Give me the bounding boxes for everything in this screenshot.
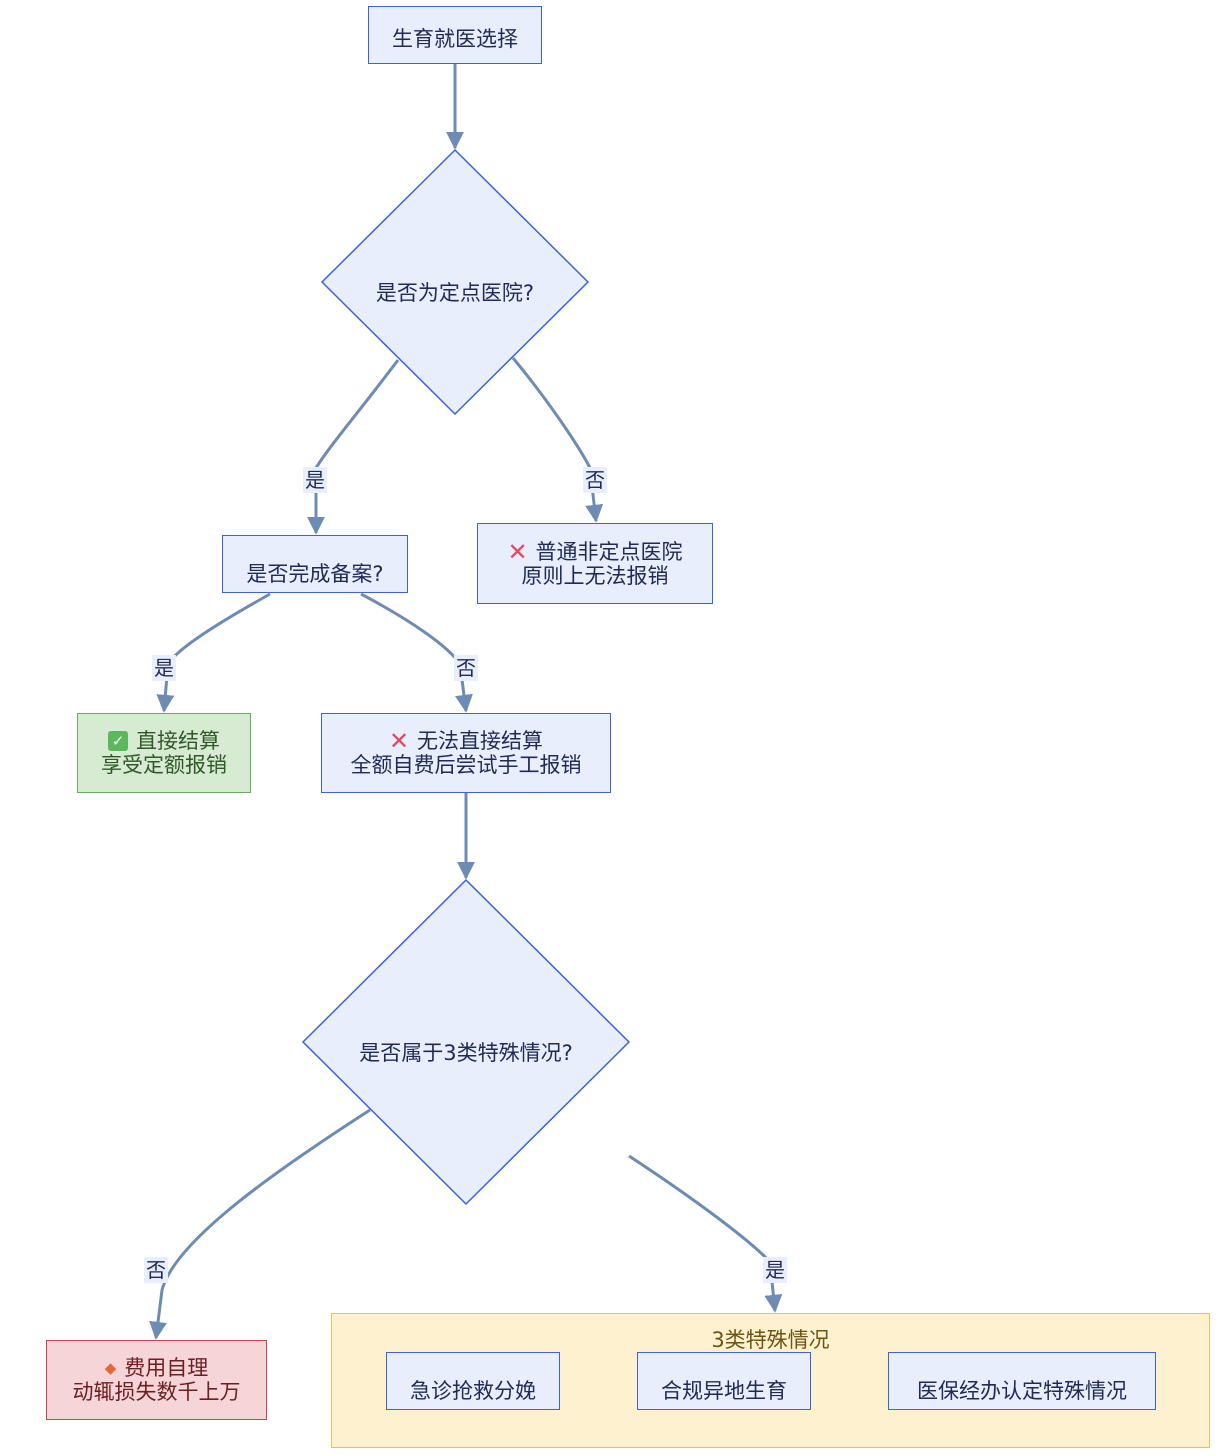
node-filed-question-label: 是否完成备案? (246, 562, 384, 586)
special-case-remote-label: 合规异地生育 (661, 1379, 787, 1403)
special-case-remote: 合规异地生育 (637, 1352, 811, 1410)
node-self-pay-line1: 费用自理 (124, 1356, 209, 1380)
node-non-designated-line1: 普通非定点医院 (535, 539, 683, 564)
node-start: 生育就医选择 (368, 6, 542, 64)
node-non-designated: ✕ 普通非定点医院 原则上无法报销 (477, 523, 713, 604)
edge-designated-yes (307, 359, 400, 535)
edge-label-special-yes: 是 (763, 1257, 787, 1283)
edge-designated-no (511, 357, 604, 523)
special-case-emergency: 急诊抢救分娩 (386, 1352, 560, 1410)
edge-label-designated-yes: 是 (303, 467, 327, 493)
edge-label-special-no: 否 (144, 1257, 168, 1283)
special-case-approved: 医保经办认定特殊情况 (888, 1352, 1156, 1410)
node-start-label: 生育就医选择 (392, 27, 518, 51)
special-case-emergency-label: 急诊抢救分娩 (410, 1379, 536, 1403)
x-icon: ✕ (507, 537, 528, 566)
node-direct-settle-line2: 享受定额报销 (101, 753, 227, 777)
node-self-pay-line2: 动辄损失数千上万 (72, 1380, 241, 1404)
node-no-direct: ✕ 无法直接结算 全额自费后尝试手工报销 (321, 713, 611, 793)
edge-special-yes (628, 1154, 783, 1313)
diamond-icon: ◆ (104, 1359, 117, 1377)
check-icon: ✓ (108, 731, 128, 751)
special-case-approved-label: 医保经办认定特殊情况 (917, 1379, 1127, 1403)
node-no-direct-line1: 无法直接结算 (417, 729, 544, 753)
edge-label-filed-no: 否 (454, 655, 478, 681)
edge-special-no (149, 1108, 371, 1340)
node-non-designated-line2: 原则上无法报销 (521, 563, 669, 588)
edge-label-designated-no: 否 (583, 467, 607, 493)
decision-special-label: 是否属于3类特殊情况? (359, 1041, 573, 1065)
edge-filed-yes (156, 592, 271, 713)
x-icon: ✕ (388, 727, 410, 755)
node-filed-question: 是否完成备案? (222, 535, 408, 593)
edge-filed-no (360, 592, 473, 713)
node-self-pay: ◆ 费用自理 动辄损失数千上万 (46, 1340, 267, 1420)
node-direct-settle: ✓ 直接结算 享受定额报销 (77, 713, 251, 793)
special-cases-group-title: 3类特殊情况 (711, 1328, 830, 1352)
edge-label-filed-yes: 是 (152, 655, 176, 681)
special-cases-group: 3类特殊情况 急诊抢救分娩 合规异地生育 医保经办认定特殊情况 (331, 1313, 1210, 1448)
decision-designated-shape (320, 148, 590, 416)
decision-special-shape (301, 878, 631, 1206)
node-no-direct-line2: 全额自费后尝试手工报销 (350, 753, 582, 777)
decision-designated-label: 是否为定点医院? (375, 281, 535, 305)
node-direct-settle-line1: 直接结算 (136, 729, 220, 753)
